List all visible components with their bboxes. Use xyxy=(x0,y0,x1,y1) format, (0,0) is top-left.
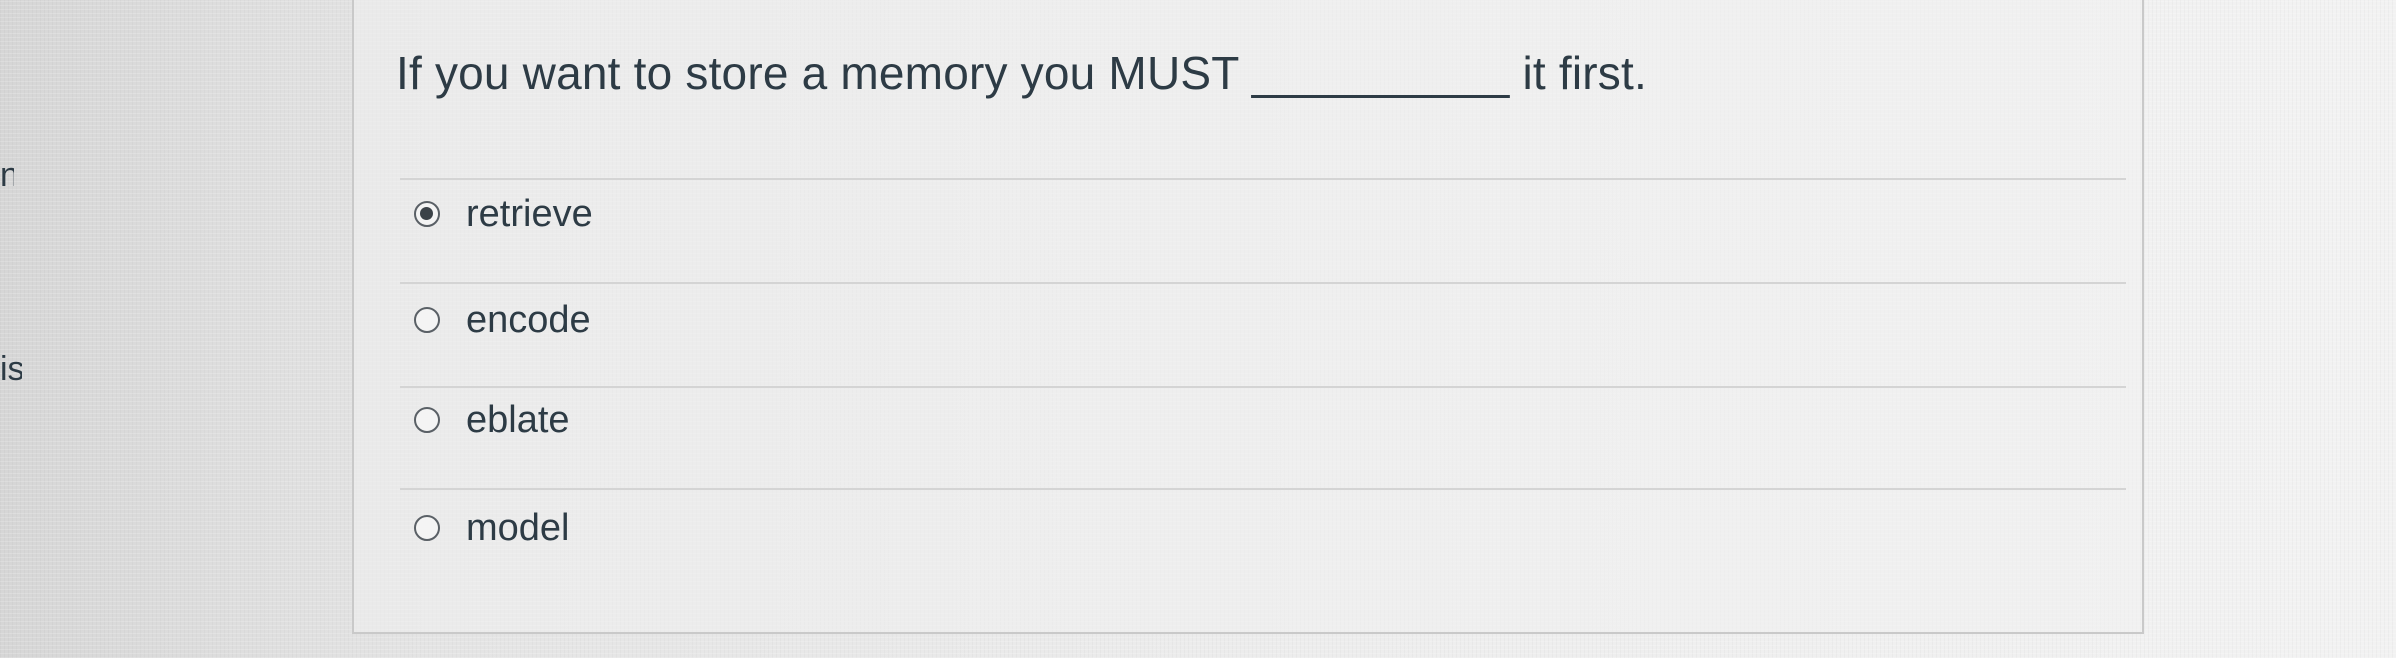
cropped-side-text: is xyxy=(0,352,22,386)
answer-label: retrieve xyxy=(466,193,593,235)
answer-divider xyxy=(400,386,2126,388)
answer-label: encode xyxy=(466,299,591,341)
radio-button[interactable] xyxy=(414,515,440,541)
answer-option-eblate[interactable]: eblate xyxy=(414,396,570,444)
answer-divider xyxy=(400,282,2126,284)
answer-divider xyxy=(400,488,2126,490)
answer-option-encode[interactable]: encode xyxy=(414,296,591,344)
radio-button-selected[interactable] xyxy=(414,201,440,227)
question-text: If you want to store a memory you MUST _… xyxy=(396,47,1647,99)
radio-button[interactable] xyxy=(414,407,440,433)
answer-label: model xyxy=(466,507,570,549)
quiz-question-card: If you want to store a memory you MUST _… xyxy=(352,0,2144,634)
cropped-side-text: n xyxy=(0,158,14,192)
answer-option-retrieve[interactable]: retrieve xyxy=(414,190,593,238)
answer-option-model[interactable]: model xyxy=(414,504,570,552)
answer-divider xyxy=(400,178,2126,180)
radio-button[interactable] xyxy=(414,307,440,333)
answer-label: eblate xyxy=(466,399,570,441)
